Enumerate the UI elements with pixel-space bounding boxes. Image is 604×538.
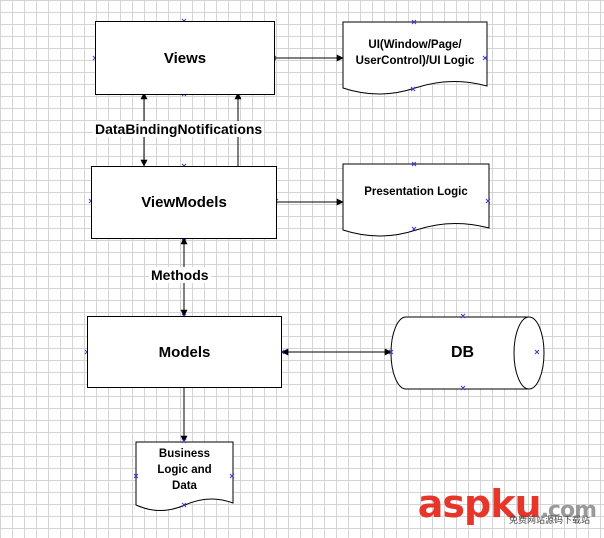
data-binding-notifications-label: DataBindingNotifications: [93, 121, 265, 137]
watermark-subtitle: 免费网站源码下载站: [508, 515, 590, 525]
views-label: Views: [163, 49, 207, 67]
methods-label: Methods: [149, 267, 211, 283]
models-box[interactable]: Models: [87, 316, 282, 388]
business-logic-label: Business Logic and Data: [157, 448, 212, 492]
db-label-wrap: DB: [405, 317, 520, 389]
db-cylinder-front-edge: [513, 316, 530, 390]
ui-logic-label: UI(Window/Page/ UserControl)/UI Logic: [355, 39, 475, 67]
business-logic-text-wrap: Business Logic and Data: [136, 444, 233, 496]
db-label: DB: [450, 344, 475, 361]
watermark-ku: ku: [490, 482, 541, 526]
presentation-logic-document-shape[interactable]: [342, 163, 490, 237]
presentation-logic-text-wrap: Presentation Logic: [343, 166, 489, 218]
viewmodels-label: ViewModels: [141, 194, 227, 211]
business-logic-document-shape[interactable]: [135, 441, 234, 511]
viewmodels-box[interactable]: ViewModels: [91, 166, 277, 239]
models-label: Models: [158, 343, 211, 361]
watermark-asp: asp: [417, 482, 491, 526]
views-box[interactable]: Views: [95, 21, 275, 95]
ui-logic-text-wrap: UI(Window/Page/ UserControl)/UI Logic: [343, 24, 487, 82]
aspku-watermark: aspku.com 免费网站源码下载站: [417, 482, 597, 530]
presentation-logic-label: Presentation Logic: [364, 186, 468, 198]
ui-logic-document-shape[interactable]: [342, 21, 488, 95]
watermark-dotcom: .com: [540, 498, 597, 523]
